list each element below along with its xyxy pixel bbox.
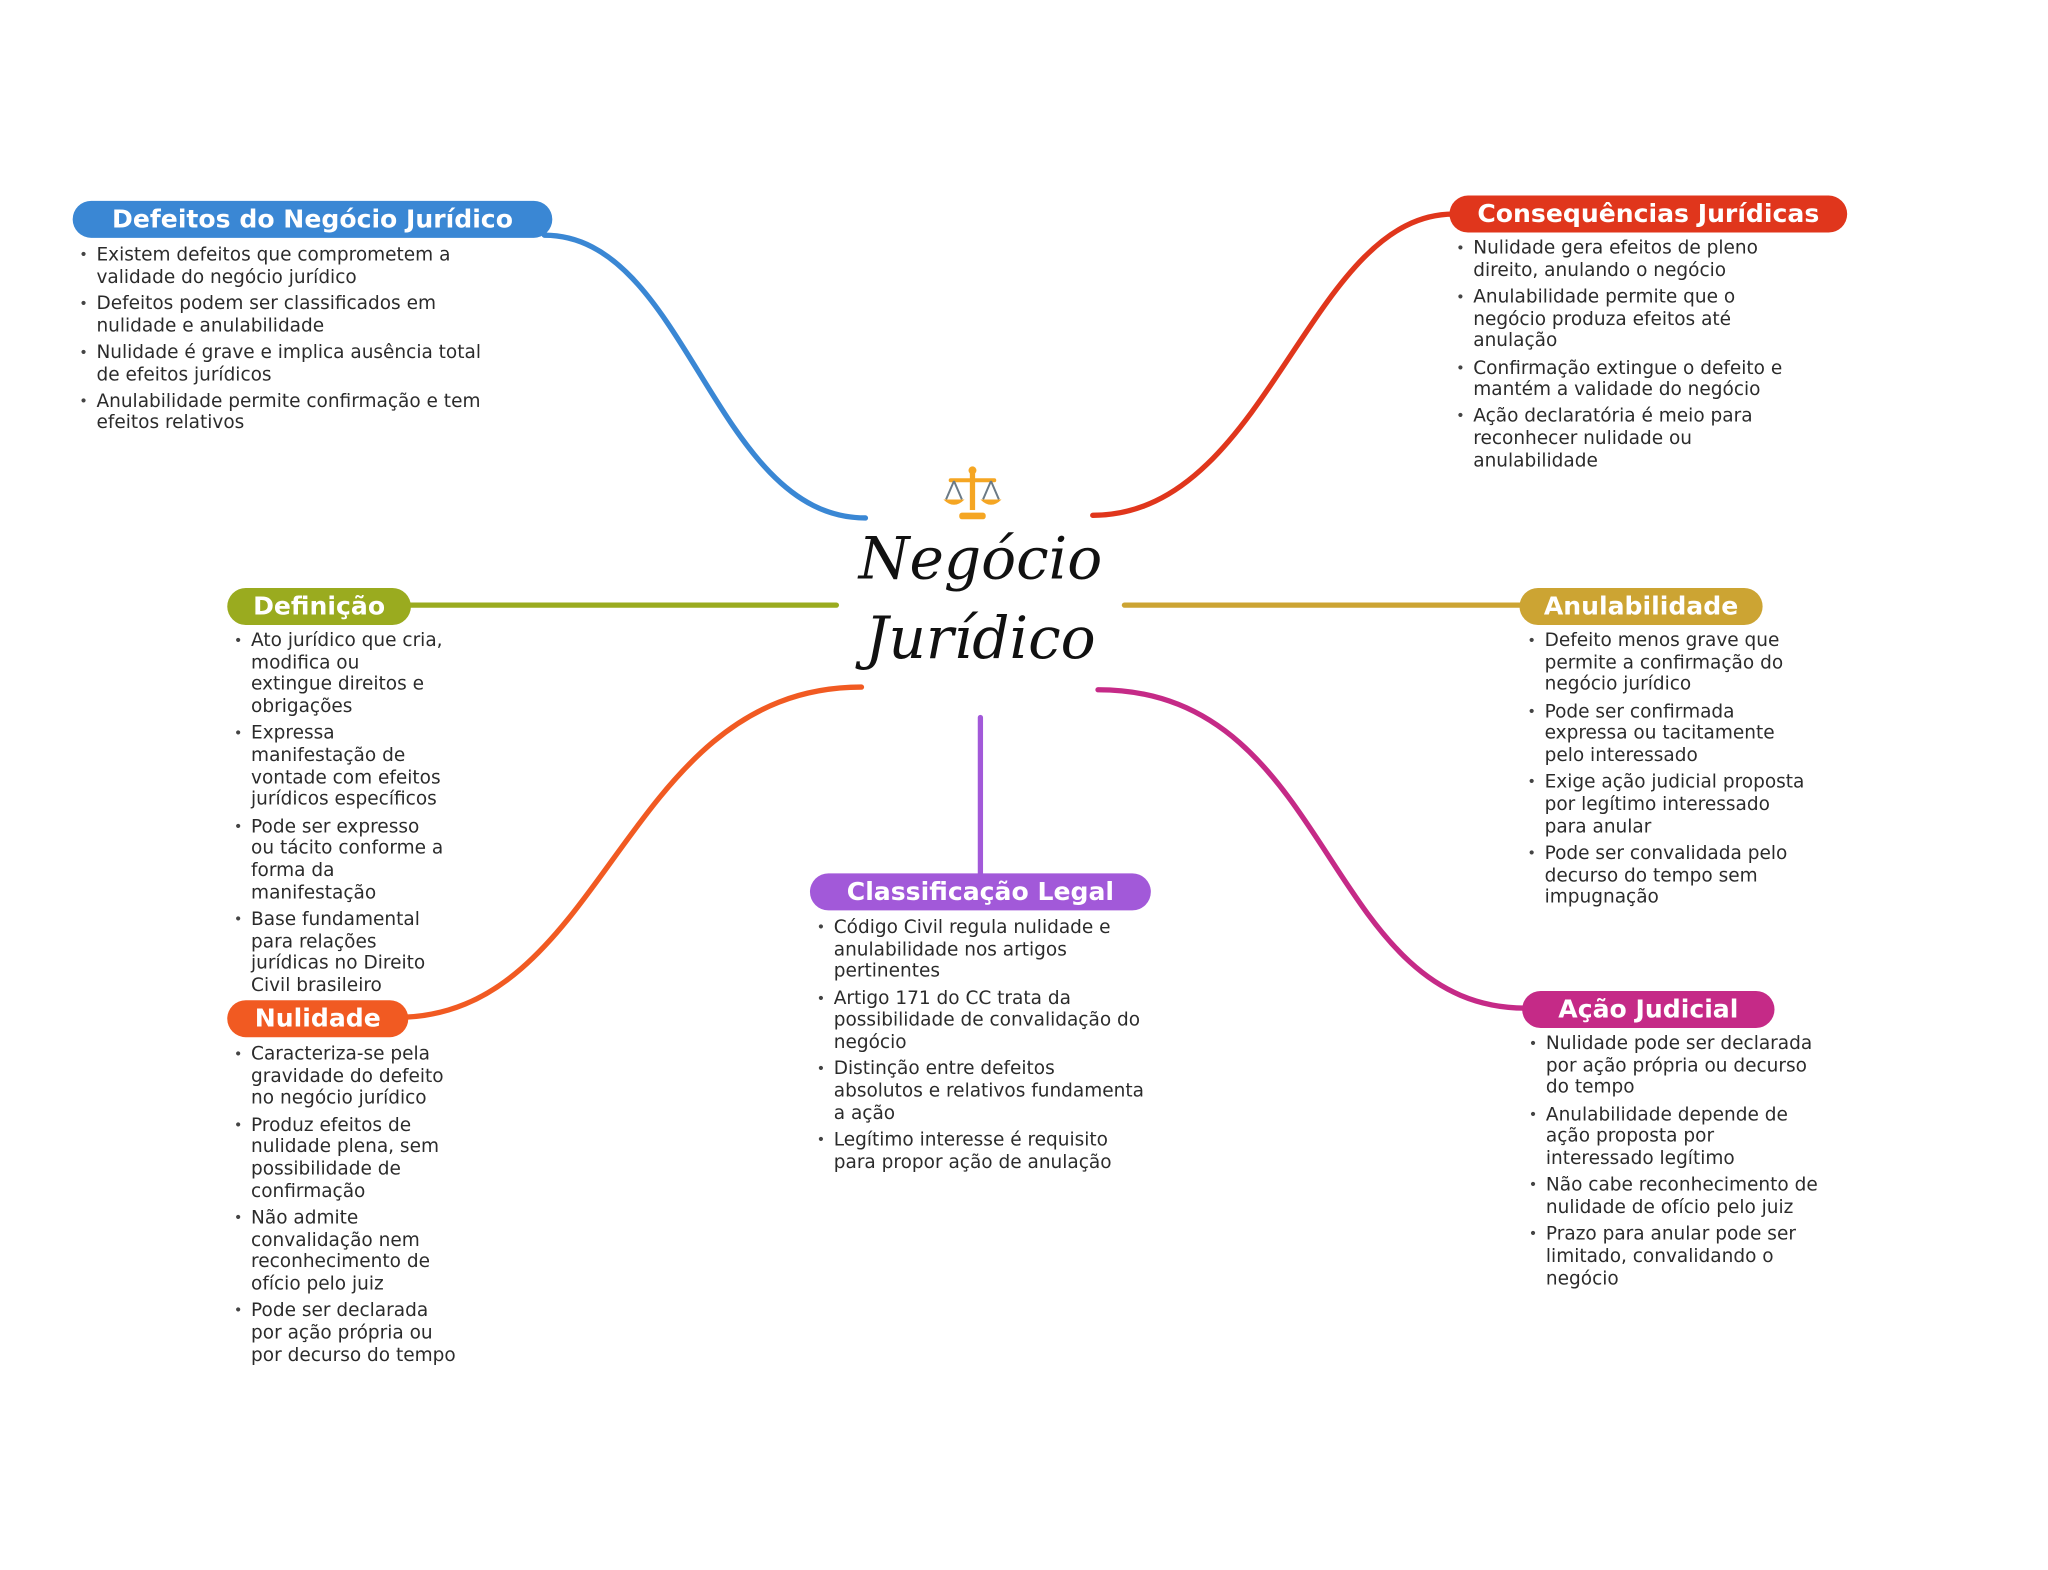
topic-definicao[interactable]: Definição [227, 587, 411, 625]
topic-nulidade[interactable]: Nulidade [227, 1000, 409, 1038]
list-item: Anulabilidade permite que o negócio prod… [1456, 287, 1813, 353]
list-item: Não cabe reconhecimento de nulidade de o… [1529, 1175, 1820, 1219]
list-item: Exige ação judicial proposta por legítim… [1527, 772, 1804, 838]
list-item: Anulabilidade depende de ação proposta p… [1529, 1104, 1820, 1170]
topic-anulabilidade[interactable]: Anulabilidade [1519, 587, 1763, 625]
topic-classificacao[interactable]: Classificação Legal [809, 873, 1151, 911]
list-item: Artigo 171 do CC trata da possibilidade … [817, 988, 1150, 1054]
list-item: Defeitos podem ser classificados em nuli… [79, 293, 482, 337]
classificacao-list: Código Civil regula nulidade e anulabili… [817, 917, 1150, 1178]
list-item: Pode ser declarada por ação própria ou p… [234, 1300, 459, 1366]
consequencias-list: Nulidade gera efeitos de pleno direito, … [1456, 238, 1813, 477]
list-item: Anulabilidade permite confirmação e tem … [79, 391, 482, 435]
topic-defeitos[interactable]: Defeitos do Negócio Jurídico [72, 200, 553, 238]
defeitos-list: Existem defeitos que comprometem a valid… [79, 244, 482, 439]
central-title-line1: Negócio [858, 525, 1103, 594]
list-item: Nulidade pode ser declarada por ação pró… [1529, 1033, 1820, 1099]
anulabilidade-list: Defeito menos grave que permite a confir… [1527, 630, 1804, 913]
topic-acao-judicial[interactable]: Ação Judicial [1522, 990, 1775, 1028]
topic-consequencias[interactable]: Consequências Jurídicas [1449, 195, 1848, 233]
balance-scale-icon [943, 466, 1002, 520]
list-item: Ação declaratória é meio para reconhecer… [1456, 406, 1813, 472]
list-item: Pode ser convalidada pelo decurso do tem… [1527, 843, 1804, 909]
list-item: Confirmação extingue o defeito e mantém … [1456, 357, 1813, 401]
list-item: Caracteriza-se pela gravidade do defeito… [234, 1044, 459, 1110]
list-item: Nulidade gera efeitos de pleno direito, … [1456, 238, 1813, 282]
connector-defeitos [541, 232, 869, 521]
list-item: Base fundamental para relações jurídicas… [234, 909, 445, 997]
list-item: Nulidade é grave e implica ausência tota… [79, 342, 482, 386]
connector-nulidade [393, 684, 865, 1021]
list-item: Produz efeitos de nulidade plena, sem po… [234, 1115, 459, 1203]
list-item: Expressa manifestação de vontade com efe… [234, 723, 445, 811]
list-item: Legítimo interesse é requisito para prop… [817, 1129, 1150, 1173]
list-item: Prazo para anular pode ser limitado, con… [1529, 1224, 1820, 1290]
list-item: Distinção entre defeitos absolutos e rel… [817, 1059, 1150, 1125]
connector-consequencias [1090, 211, 1457, 518]
central-title-line2: Jurídico [865, 605, 1096, 673]
nulidade-list: Caracteriza-se pela gravidade do defeito… [234, 1044, 459, 1371]
definicao-list: Ato jurídico que cria, modifica ou extin… [234, 630, 445, 1002]
list-item: Existem defeitos que comprometem a valid… [79, 244, 482, 288]
list-item: Defeito menos grave que permite a confir… [1527, 630, 1804, 696]
connector-acao [1095, 687, 1529, 1011]
list-item: Pode ser confirmada expressa ou tacitame… [1527, 701, 1804, 767]
list-item: Pode ser expresso ou tácito conforme a f… [234, 816, 445, 904]
list-item: Código Civil regula nulidade e anulabili… [817, 917, 1150, 983]
acao-judicial-list: Nulidade pode ser declarada por ação pró… [1529, 1033, 1820, 1294]
list-item: Não admite convalidação nem reconhecimen… [234, 1208, 459, 1296]
list-item: Ato jurídico que cria, modifica ou extin… [234, 630, 445, 718]
